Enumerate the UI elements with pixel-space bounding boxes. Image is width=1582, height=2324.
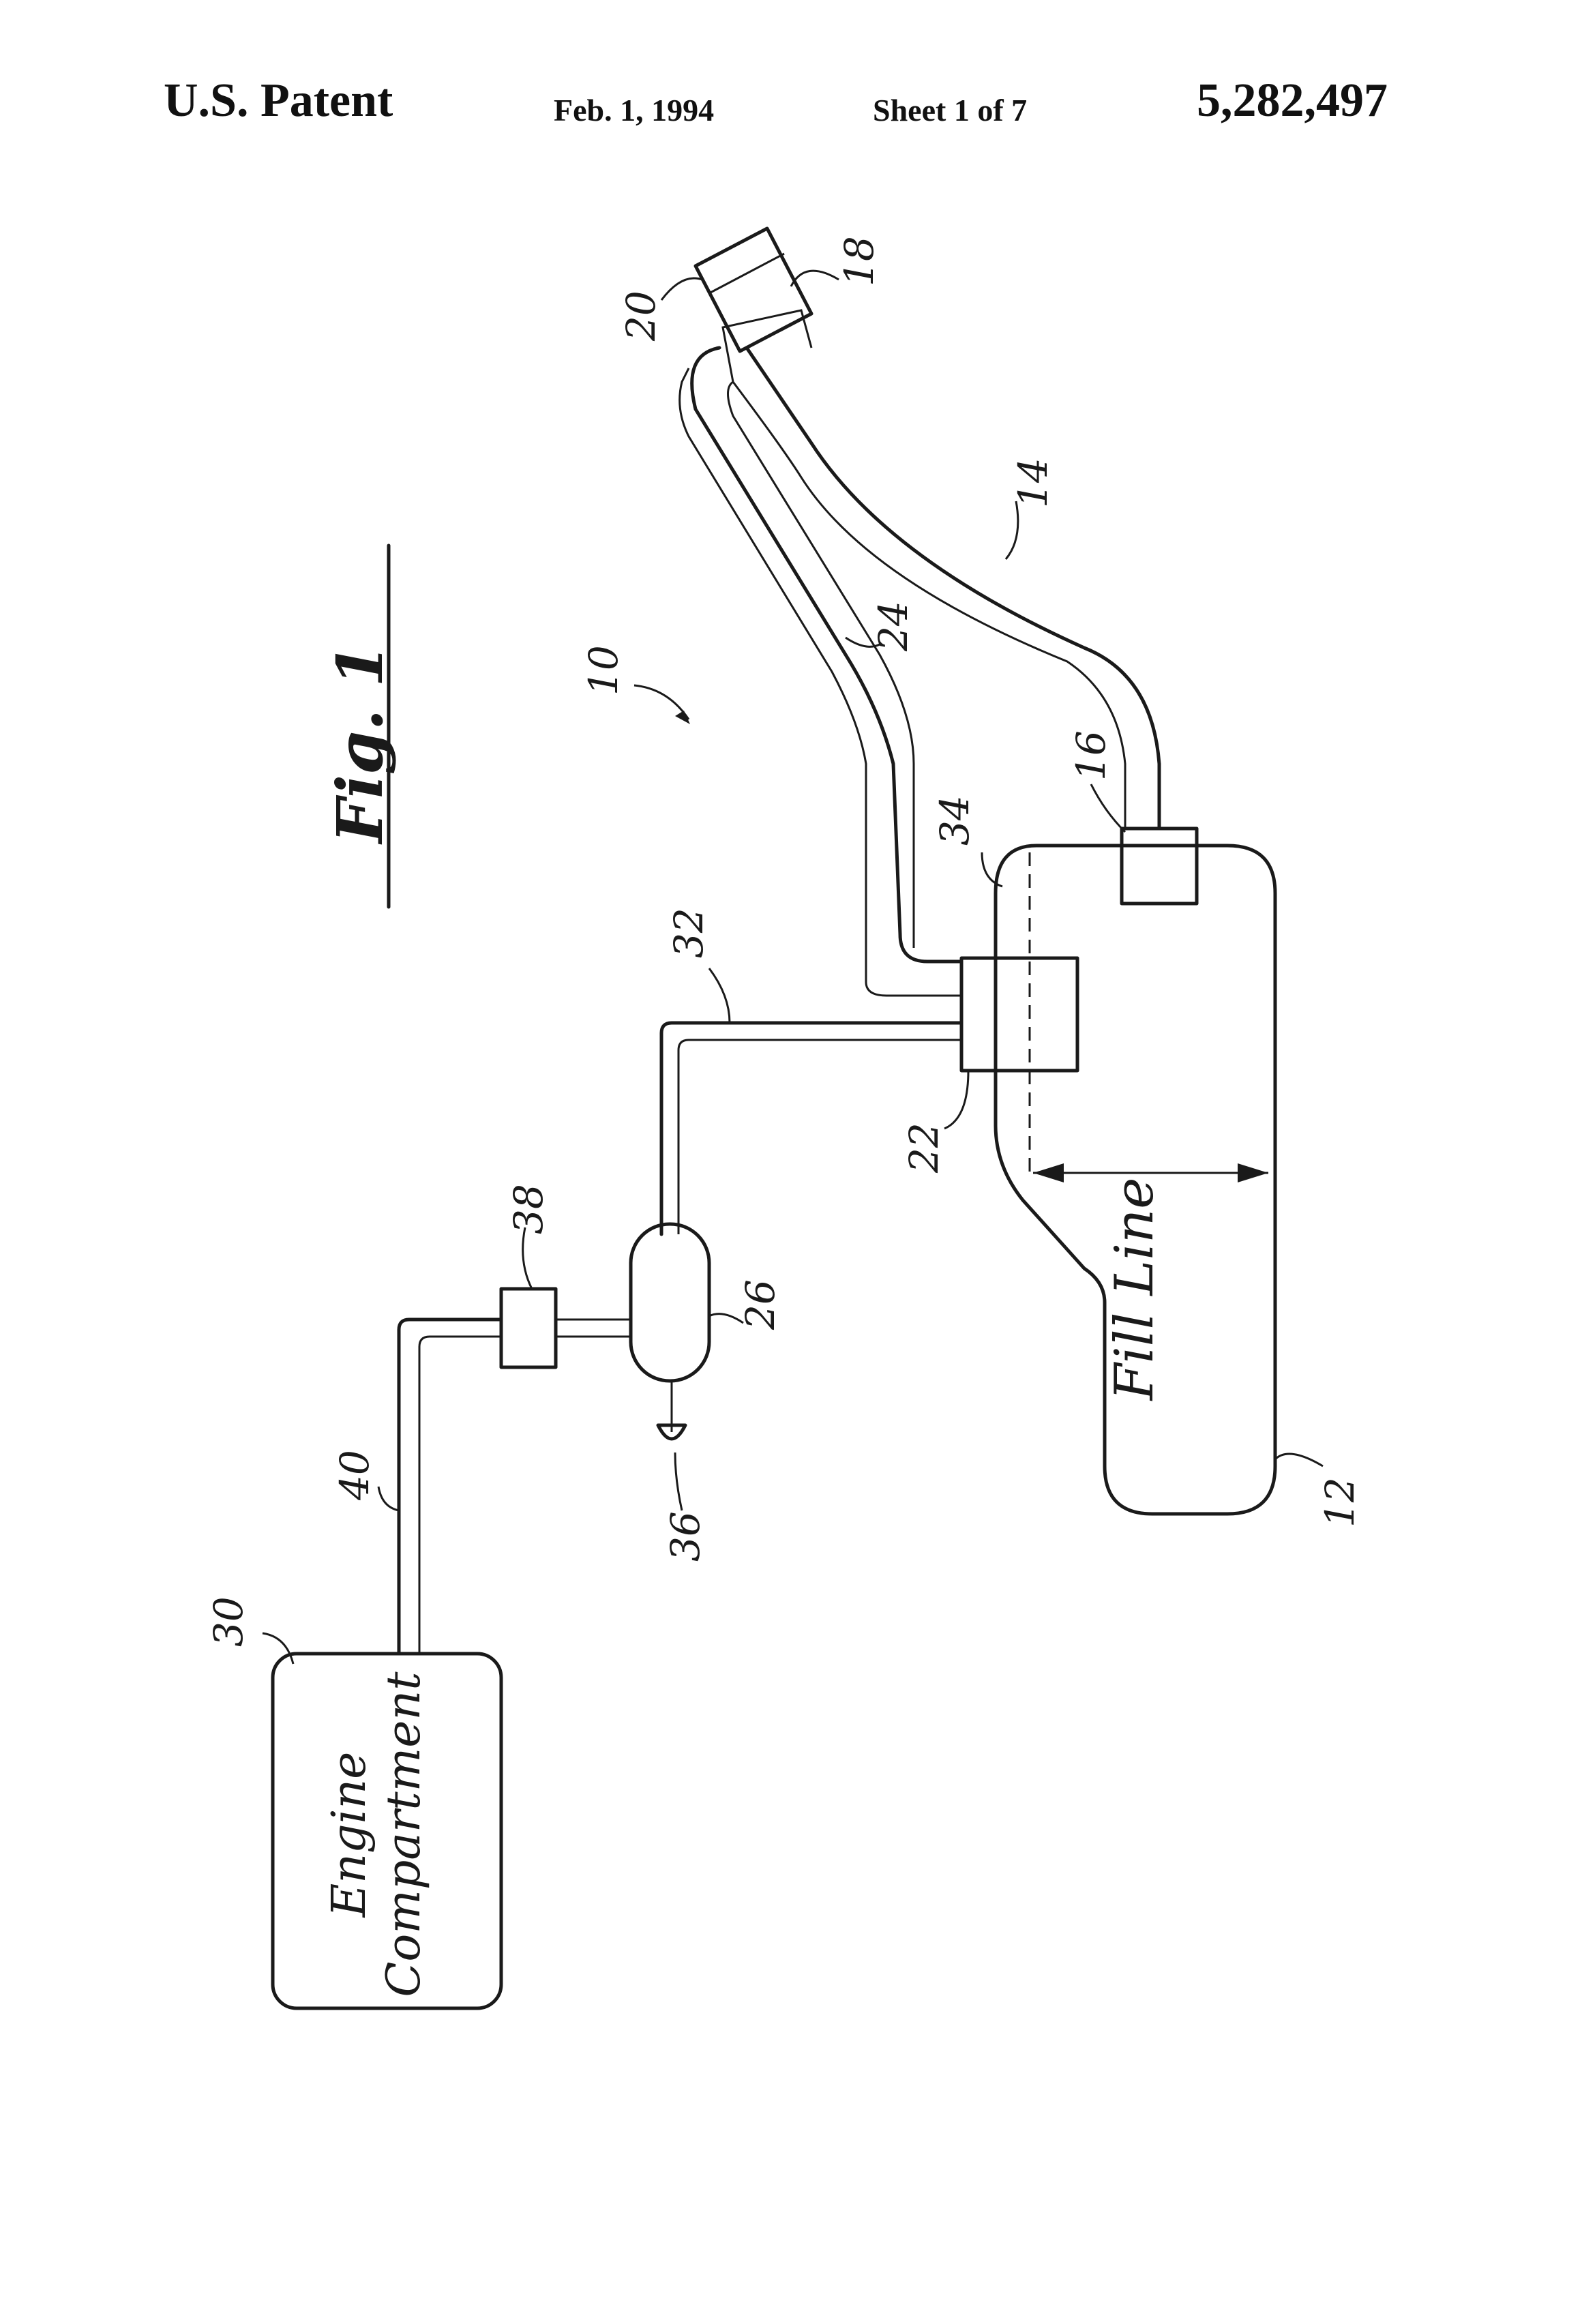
figure-label: Fig. 1 bbox=[323, 546, 397, 907]
ref-numeral-18: 18 bbox=[791, 236, 882, 286]
purge-line bbox=[399, 1320, 501, 1654]
svg-text:Fig. 1: Fig. 1 bbox=[323, 644, 397, 846]
engine-label-line1: Engine bbox=[323, 1752, 376, 1919]
ref-numeral-32: 32 bbox=[666, 908, 730, 1023]
ref-numeral-12: 12 bbox=[1275, 1454, 1363, 1528]
svg-text:32: 32 bbox=[666, 908, 712, 958]
ref-numeral-40: 40 bbox=[331, 1450, 399, 1510]
ref-numeral-16: 16 bbox=[1068, 730, 1125, 832]
canister bbox=[631, 1224, 709, 1381]
ref-numeral-14: 14 bbox=[1006, 458, 1056, 559]
vent-line-inner bbox=[728, 382, 914, 948]
ref-numeral-38: 38 bbox=[505, 1184, 552, 1289]
svg-text:10: 10 bbox=[580, 645, 627, 696]
ref-numeral-22: 22 bbox=[901, 1071, 968, 1174]
valve-housing bbox=[961, 958, 1077, 1071]
ref-numeral-24: 24 bbox=[846, 601, 916, 652]
nozzle-end bbox=[696, 228, 811, 351]
svg-text:40: 40 bbox=[331, 1450, 378, 1501]
vent-line bbox=[692, 348, 961, 962]
svg-text:24: 24 bbox=[870, 601, 916, 652]
svg-text:34: 34 bbox=[931, 795, 978, 846]
engine-label-line2: Compartment bbox=[377, 1671, 431, 1997]
ref-numeral-30: 30 bbox=[205, 1596, 293, 1664]
svg-text:12: 12 bbox=[1317, 1477, 1363, 1528]
ref-numeral-20: 20 bbox=[618, 278, 702, 342]
svg-text:16: 16 bbox=[1068, 730, 1114, 781]
neck-connector bbox=[1122, 829, 1197, 904]
svg-text:26: 26 bbox=[737, 1279, 783, 1330]
svg-text:22: 22 bbox=[901, 1122, 947, 1174]
ref-numeral-36: 36 bbox=[662, 1452, 708, 1562]
ref-numeral-34: 34 bbox=[931, 795, 1002, 887]
ref-numeral-10: 10 bbox=[580, 645, 690, 724]
svg-text:36: 36 bbox=[662, 1511, 708, 1562]
ref-numeral-26: 26 bbox=[709, 1279, 783, 1330]
svg-text:38: 38 bbox=[505, 1184, 552, 1234]
svg-text:30: 30 bbox=[205, 1596, 252, 1647]
fill-line-label: Fill Line bbox=[1104, 1178, 1165, 1402]
svg-text:20: 20 bbox=[618, 290, 664, 342]
purge-valve bbox=[501, 1289, 556, 1367]
svg-text:18: 18 bbox=[836, 236, 882, 286]
svg-text:14: 14 bbox=[1010, 458, 1056, 508]
